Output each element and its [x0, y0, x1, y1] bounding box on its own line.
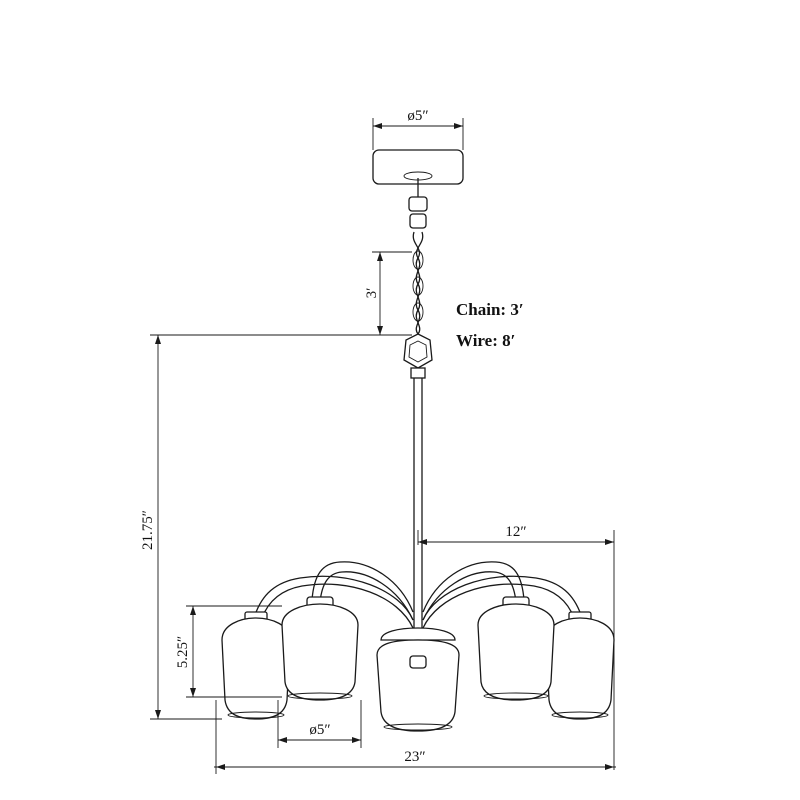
center-stem	[410, 367, 426, 630]
shade-right	[477, 596, 555, 701]
shade-center	[376, 627, 460, 732]
dim-arm-reach	[417, 530, 615, 770]
dim-shade-diameter	[277, 700, 362, 748]
chain	[408, 196, 428, 335]
shade-far-right	[545, 611, 615, 720]
dim-canopy-diameter	[372, 118, 464, 150]
wire-note: Wire: 8′	[456, 331, 515, 350]
arm-reach-label: 12″	[505, 524, 526, 540]
shade-diameter-label: ø5″	[309, 722, 330, 738]
shade-left	[281, 596, 359, 701]
dim-overall-width	[214, 700, 616, 774]
overall-height-label: 21.75″	[140, 510, 156, 550]
dim-overall-height	[150, 334, 404, 720]
canopy-diameter-label: ø5″	[407, 108, 428, 124]
shade-height-label: 5.25″	[175, 636, 191, 669]
shade-far-left	[221, 611, 291, 720]
hanging-loop	[403, 333, 433, 369]
arms	[254, 561, 582, 629]
overall-width-label: 23″	[404, 749, 425, 765]
canopy	[372, 149, 464, 197]
chain-note: Chain: 3′	[456, 300, 524, 319]
dim-shade-height	[186, 605, 282, 698]
chain-length-label: 3′	[364, 288, 380, 299]
